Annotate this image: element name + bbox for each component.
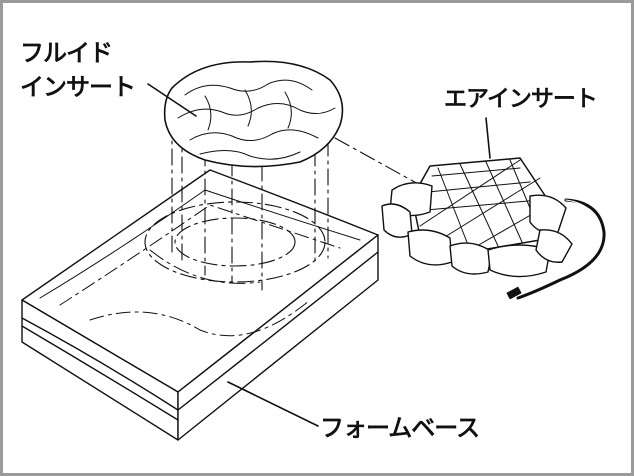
fluid-insert-label-line1: フルイド <box>20 39 113 67</box>
air-insert-label: エアインサート <box>444 86 598 112</box>
air-insert-illustration <box>381 157 606 300</box>
leader-fluid-insert <box>147 83 197 117</box>
fluid-insert-label-line2: インサート <box>20 73 136 101</box>
fluid-insert-illustration <box>163 60 344 168</box>
foam-base-label: フォームベース <box>320 414 480 442</box>
fluid-insert-label: フルイド インサート <box>20 36 136 104</box>
leader-foam-base <box>227 381 319 427</box>
alignment-lines <box>171 119 421 291</box>
leader-air-insert <box>485 117 491 159</box>
foam-base-illustration <box>21 169 379 441</box>
